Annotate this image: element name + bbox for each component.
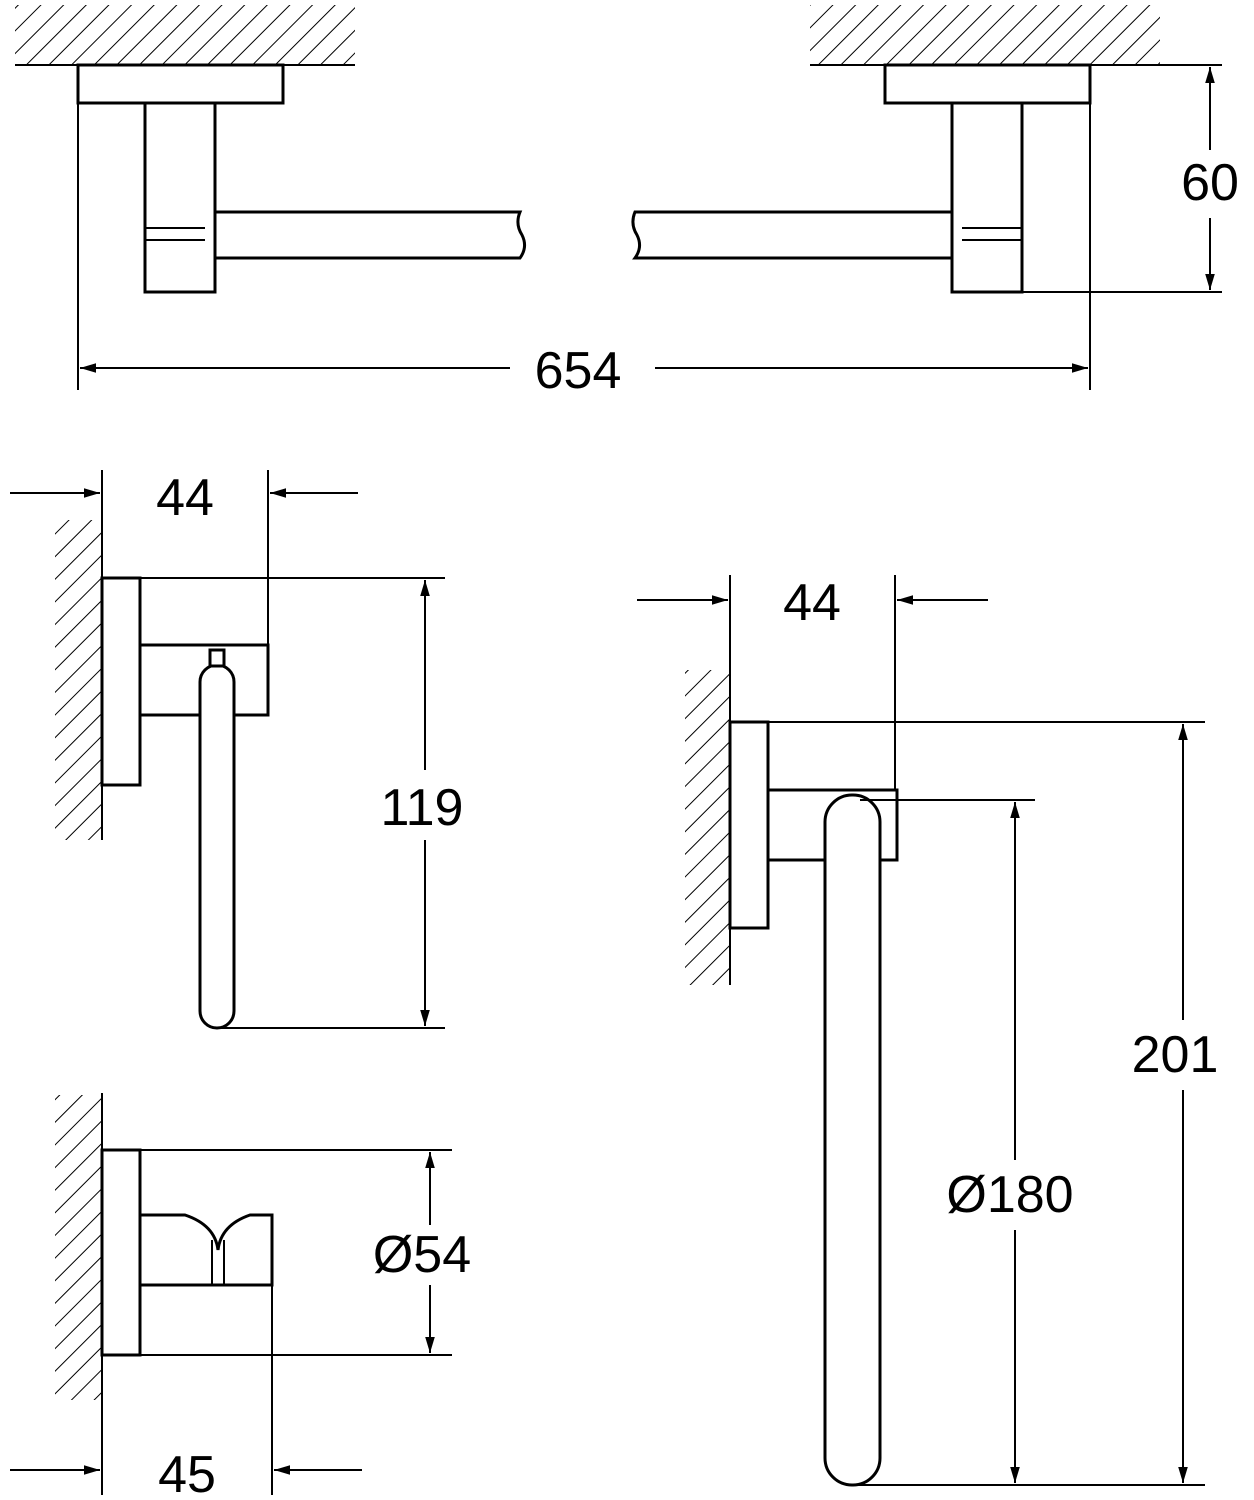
hook bbox=[138, 1213, 274, 1287]
mount-plate bbox=[728, 720, 770, 930]
dim-large-height: 201 bbox=[1132, 1026, 1219, 1084]
hook-view: Ø54 45 bbox=[10, 1093, 471, 1500]
ring-clip bbox=[208, 648, 226, 668]
bar-right bbox=[631, 210, 954, 260]
large-ring-view: 44 201 Ø180 bbox=[637, 574, 1219, 1487]
small-ring-view: 44 119 bbox=[10, 469, 464, 1030]
wall-hatch bbox=[55, 1095, 102, 1400]
wall-hatch bbox=[685, 670, 730, 985]
ceiling-hatch-right bbox=[810, 5, 1160, 65]
dim-hook-depth: 45 bbox=[158, 1446, 216, 1500]
dim-large-depth: 44 bbox=[783, 574, 841, 632]
dim-small-depth: 44 bbox=[156, 469, 214, 527]
dim-large-diameter: Ø180 bbox=[946, 1166, 1073, 1224]
mount-plate-left bbox=[76, 63, 285, 105]
wall-hatch bbox=[55, 520, 102, 840]
dim-hook-diameter: Ø54 bbox=[373, 1226, 471, 1284]
ring bbox=[198, 663, 236, 1030]
mount-plate-right bbox=[883, 63, 1092, 105]
ceiling-hatch-left bbox=[15, 5, 355, 65]
dim-rail-height: 60 bbox=[1181, 154, 1239, 212]
dim-rail-length: 654 bbox=[535, 342, 622, 400]
towel-rail-view: 60 654 bbox=[15, 5, 1239, 400]
mount-plate bbox=[100, 576, 142, 787]
mount-plate bbox=[100, 1148, 142, 1357]
post-right bbox=[950, 101, 1024, 294]
dim-small-height: 119 bbox=[381, 779, 464, 837]
post-left bbox=[143, 101, 217, 294]
bar-left bbox=[213, 210, 527, 260]
ring bbox=[823, 793, 882, 1487]
